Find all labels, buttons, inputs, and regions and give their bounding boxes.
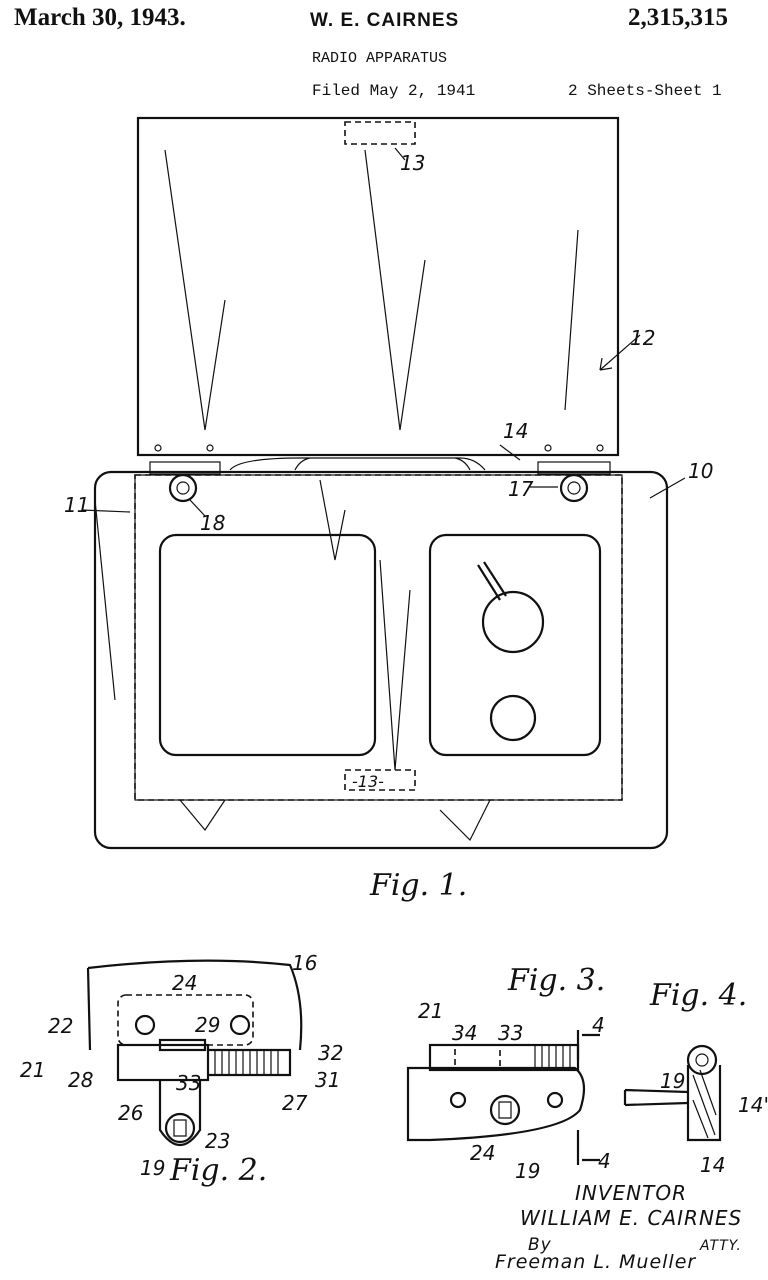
fig3-caption: Fig. 3. [507, 963, 605, 998]
ref-14-fig4: 14 [700, 1153, 725, 1177]
fig1-drawing [81, 116, 686, 850]
attorney-signature: Freeman L. Mueller [495, 1251, 696, 1273]
lid-12 [136, 116, 620, 457]
filed-date: Filed May 2, 1941 [312, 82, 476, 100]
ref-24-fig3: 24 [470, 1141, 495, 1165]
atty-label: ATTY. [699, 1238, 742, 1254]
ref-19-fig3: 19 [515, 1159, 540, 1183]
ref-13-bottom: -13- [352, 772, 384, 791]
label-box-13-bottom [344, 769, 416, 791]
tuning-knob [481, 590, 545, 654]
patent-number: 2,315,315 [628, 4, 728, 31]
ref-14: 14 [503, 419, 528, 443]
ref-14-prime: 14' [738, 1093, 768, 1117]
pointer [477, 561, 507, 601]
ref-17: 17 [508, 477, 534, 501]
sheet-count: 2 Sheets-Sheet 1 [568, 82, 722, 100]
fig4-drawing [623, 1044, 722, 1142]
ref-34: 34 [452, 1021, 477, 1045]
ref-33-fig2: 33 [176, 1071, 201, 1095]
ref-19-fig2: 19 [140, 1156, 165, 1180]
ref-29: 29 [195, 1013, 220, 1037]
fig1-caption: Fig. 1. [369, 868, 467, 903]
inventor-label: INVENTOR [575, 1181, 687, 1205]
cabinet-10 [93, 470, 669, 850]
ref-13-top: 13 [400, 151, 425, 175]
ref-32: 32 [318, 1041, 343, 1065]
inventor-header: W. E. CAIRNES [310, 10, 460, 31]
label-box-13-top [344, 121, 416, 145]
control-panel [428, 533, 602, 757]
ref-28: 28 [68, 1068, 93, 1092]
by-label: By [528, 1235, 552, 1255]
ref-24: 24 [172, 971, 197, 995]
section-4-top: 4 [592, 1013, 605, 1037]
ref-18: 18 [200, 511, 225, 535]
volume-knob [489, 694, 537, 742]
ref-16: 16 [292, 951, 317, 975]
hinge-left [149, 461, 221, 475]
ref-12: 12 [630, 326, 655, 350]
lid-shading [164, 149, 579, 431]
section-4-bottom: 4 [598, 1149, 611, 1173]
ref-27: 27 [282, 1091, 308, 1115]
patent-date: March 30, 1943. [14, 4, 186, 31]
speaker-window [158, 533, 377, 757]
fig3-drawing [406, 1030, 600, 1165]
ref-23: 23 [205, 1129, 230, 1153]
ref-11: 11 [64, 493, 89, 517]
ref-33-fig3: 33 [498, 1021, 523, 1045]
ref-10: 10 [688, 459, 713, 483]
ref-21-fig3: 21 [418, 999, 443, 1023]
ref-19-fig4: 19 [660, 1069, 685, 1093]
ref-31: 31 [315, 1068, 340, 1092]
fig2-caption: Fig. 2. [169, 1153, 267, 1188]
fig2-drawing [86, 959, 303, 1147]
ref-26: 26 [118, 1101, 143, 1125]
ref-21-fig2: 21 [20, 1058, 45, 1082]
ref-22: 22 [48, 1014, 73, 1038]
inventor-signature-name: WILLIAM E. CAIRNES [520, 1206, 742, 1230]
hinge-knuckle-18 [168, 473, 198, 503]
fig4-caption: Fig. 4. [649, 978, 747, 1013]
hinge-knuckle-17 [559, 473, 589, 503]
patent-title: RADIO APPARATUS [312, 50, 448, 67]
